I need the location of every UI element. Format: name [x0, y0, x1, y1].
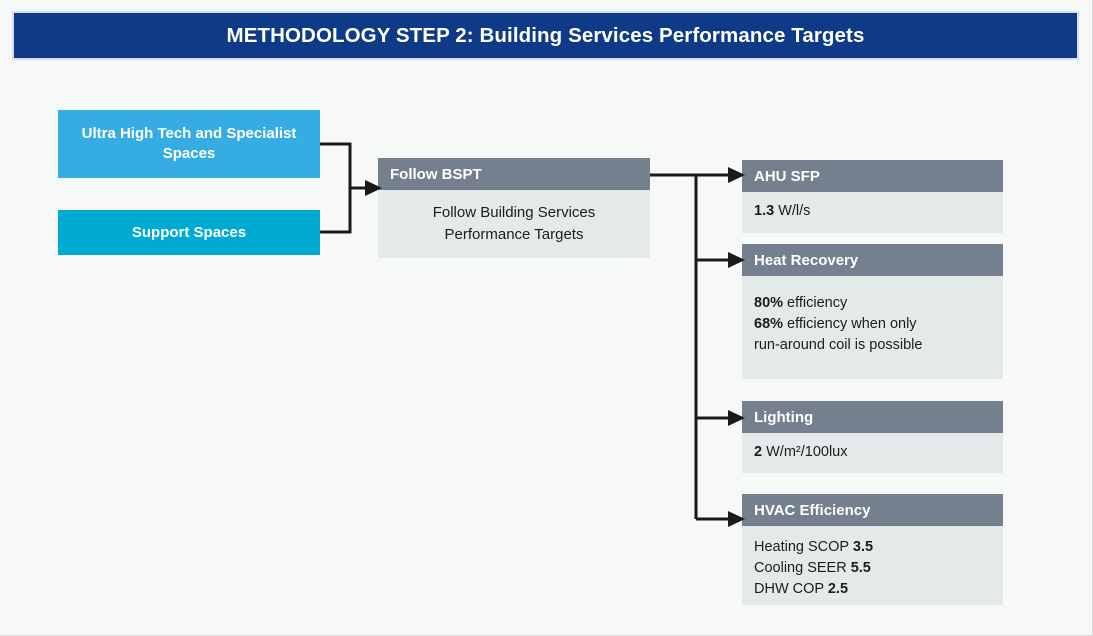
- target-line-unit: efficiency: [783, 295, 848, 311]
- target-panel-ahu-sfp[interactable]: AHU SFP 1.3 W/l/s: [742, 160, 1003, 233]
- target-panel-heat-recovery-body: 80% efficiency 68% efficiency when only …: [742, 276, 1003, 379]
- process-panel-body-text: Follow Building Services Performance Tar…: [432, 204, 596, 243]
- target-line: Cooling SEER 5.5: [754, 558, 991, 579]
- methodology-title-bar: METHODOLOGY STEP 2: Building Services Pe…: [14, 13, 1077, 58]
- target-line-unit: W/l/s: [774, 203, 811, 219]
- target-panel-heat-recovery[interactable]: Heat Recovery 80% efficiency 68% efficie…: [742, 244, 1003, 379]
- target-line: 68% efficiency when only: [754, 314, 991, 335]
- target-line-value: 5.5: [850, 560, 871, 576]
- target-line: 80% efficiency: [754, 293, 991, 314]
- target-line: 2 W/m²/100lux: [754, 442, 991, 463]
- target-line: run-around coil is possible: [754, 335, 991, 356]
- target-panel-heat-recovery-header: Heat Recovery: [742, 244, 1003, 276]
- process-panel-follow-bspt[interactable]: Follow BSPT Follow Building Services Per…: [378, 158, 650, 258]
- target-line-value: 3.5: [852, 539, 874, 555]
- target-panel-ahu-sfp-header: AHU SFP: [742, 160, 1003, 192]
- target-line-unit: DHW COP: [754, 581, 828, 597]
- target-line-value: 1.3: [754, 203, 775, 219]
- process-panel-title: Follow BSPT: [390, 165, 482, 183]
- process-panel-header: Follow BSPT: [378, 158, 650, 190]
- input-box-ultra-high-tech[interactable]: Ultra High Tech and Specialist Spaces: [58, 110, 320, 178]
- process-panel-body: Follow Building Services Performance Tar…: [378, 190, 650, 258]
- connector-inputs-bracket: [320, 142, 352, 234]
- target-line: DHW COP 2.5: [754, 579, 991, 600]
- target-panel-heat-recovery-title: Heat Recovery: [754, 251, 859, 269]
- target-line-value: 80%: [754, 295, 784, 311]
- target-line-unit: run-around coil is possible: [754, 337, 923, 353]
- target-panel-lighting-header: Lighting: [742, 401, 1003, 433]
- target-line-unit: W/m²/100lux: [762, 444, 848, 460]
- target-line-value: 2: [754, 444, 763, 460]
- target-panel-hvac-efficiency-body: Heating SCOP 3.5 Cooling SEER 5.5 DHW CO…: [742, 526, 1003, 605]
- target-line-value: 68%: [754, 316, 784, 332]
- target-panel-hvac-efficiency[interactable]: HVAC Efficiency Heating SCOP 3.5 Cooling…: [742, 494, 1003, 605]
- input-box-ultra-high-tech-label: Ultra High Tech and Specialist Spaces: [81, 125, 297, 162]
- target-line-unit: efficiency when only: [783, 316, 917, 332]
- target-line-unit: Cooling SEER: [754, 560, 851, 576]
- target-line: Heating SCOP 3.5: [754, 537, 991, 558]
- target-panel-hvac-efficiency-title: HVAC Efficiency: [754, 501, 871, 519]
- target-panel-lighting-body: 2 W/m²/100lux: [742, 433, 1003, 473]
- input-box-support-spaces-label: Support Spaces: [131, 223, 247, 241]
- target-line: 1.3 W/l/s: [754, 201, 991, 222]
- target-line-unit: Heating SCOP: [754, 539, 853, 555]
- page-title: METHODOLOGY STEP 2: Building Services Pe…: [226, 23, 865, 47]
- target-panel-hvac-efficiency-header: HVAC Efficiency: [742, 494, 1003, 526]
- input-box-support-spaces[interactable]: Support Spaces: [58, 210, 320, 255]
- target-panel-ahu-sfp-title: AHU SFP: [754, 167, 820, 185]
- target-line-value: 2.5: [827, 581, 849, 597]
- target-panel-lighting-title: Lighting: [754, 408, 814, 426]
- target-panel-ahu-sfp-body: 1.3 W/l/s: [742, 192, 1003, 233]
- target-panel-lighting[interactable]: Lighting 2 W/m²/100lux: [742, 401, 1003, 473]
